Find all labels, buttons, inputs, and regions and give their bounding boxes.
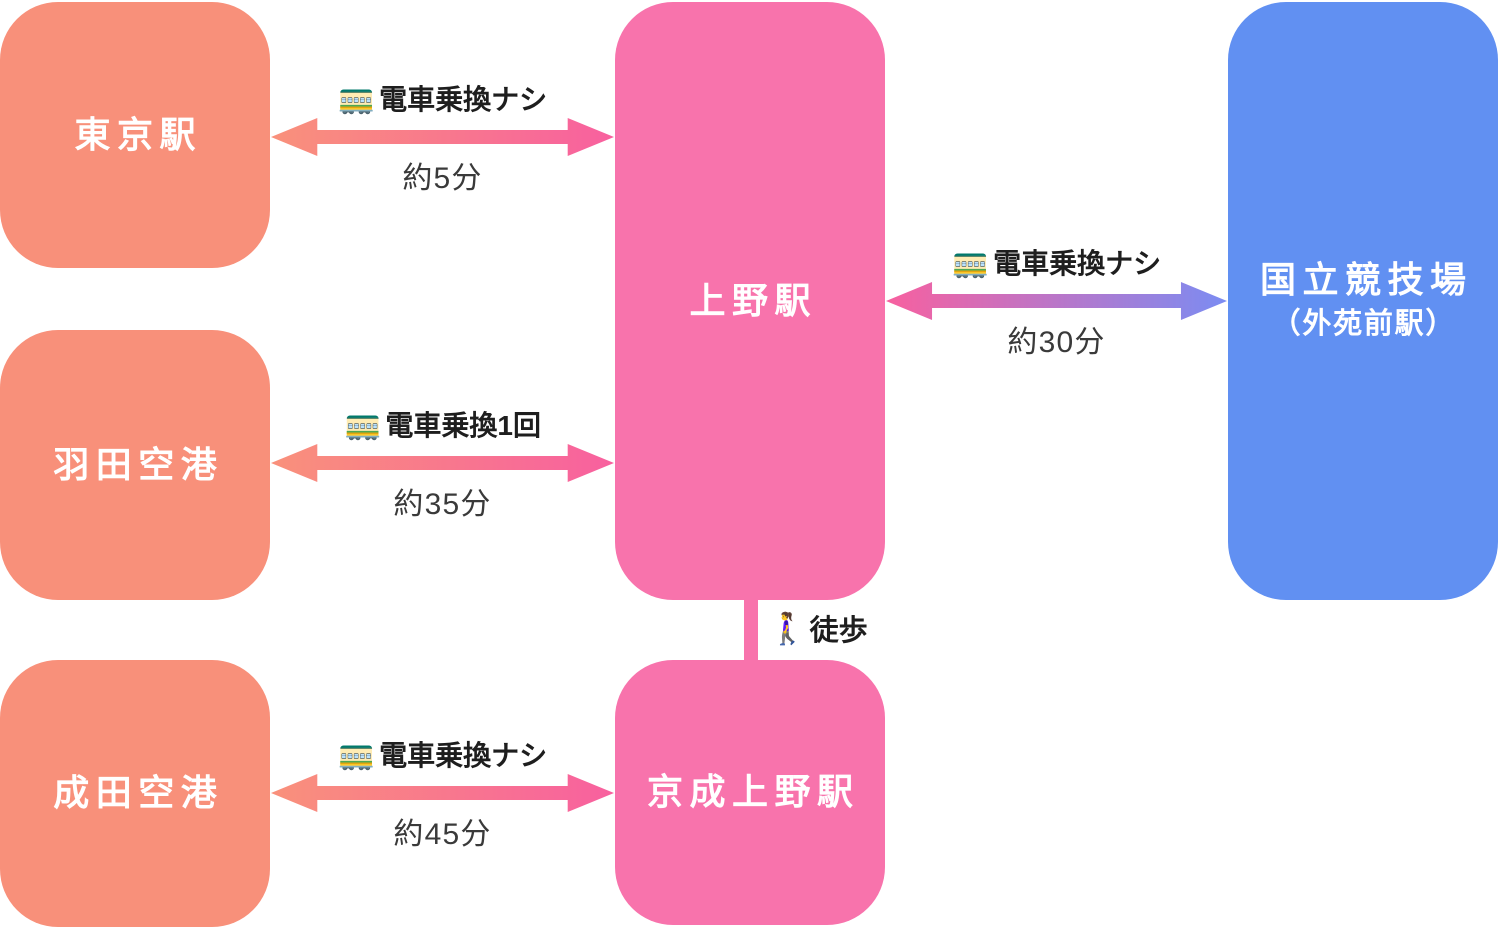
transfer-text: 電車乗換ナシ (379, 84, 548, 115)
node-narita-airport: 成田空港 (0, 660, 270, 927)
double-arrow (271, 444, 614, 482)
walk-text: 徒歩 (809, 615, 868, 647)
edge-time-label: 約45分 (393, 818, 492, 851)
node-national-stadium: 国立競技場 （外苑前駅） (1228, 2, 1498, 600)
edge-tokyo-ueno: 🚃 電車乗換ナシ 約5分 (271, 79, 614, 195)
node-label-tokyo: 東京駅 (74, 113, 202, 155)
node-sublabel-gaienmae-station: （外苑前駅） (1271, 308, 1457, 341)
edge-narita-keisei-ueno: 🚃 電車乗換ナシ 約45分 (271, 735, 614, 851)
edge-method-label: 🚃 電車乗換ナシ (338, 735, 547, 773)
transfer-text: 電車乗換1回 (385, 410, 541, 441)
train-icon: 🚃 (344, 407, 382, 441)
edge-walk-label: 🚶‍♀️ 徒歩 (768, 608, 868, 648)
node-haneda-airport: 羽田空港 (0, 330, 270, 600)
node-label-haneda: 羽田空港 (53, 443, 224, 485)
train-icon: 🚃 (951, 245, 990, 279)
node-tokyo-station: 東京駅 (0, 2, 270, 268)
edge-method-label: 🚃 電車乗換1回 (344, 405, 541, 443)
edge-haneda-ueno: 🚃 電車乗換1回 約35分 (271, 405, 614, 521)
train-icon: 🚃 (337, 737, 376, 771)
transfer-text: 電車乗換ナシ (993, 248, 1162, 279)
train-icon: 🚃 (337, 81, 376, 115)
node-label-ueno: 上野駅 (689, 279, 817, 321)
edge-time-label: 約30分 (1007, 326, 1106, 359)
edge-time-label: 約5分 (402, 162, 483, 195)
double-arrow (886, 282, 1227, 320)
transfer-text: 電車乗換ナシ (379, 740, 548, 771)
edge-method-label: 🚃 電車乗換ナシ (952, 243, 1161, 281)
double-arrow (271, 774, 614, 812)
walking-person-icon: 🚶‍♀️ (768, 610, 807, 646)
node-label-keisei-ueno: 京成上野駅 (647, 771, 860, 813)
double-arrow (271, 118, 614, 156)
walk-connector-line (744, 597, 758, 663)
edge-ueno-national-stadium: 🚃 電車乗換ナシ 約30分 (886, 243, 1227, 359)
edge-method-label: 🚃 電車乗換ナシ (338, 79, 547, 117)
node-ueno-station: 上野駅 (615, 2, 885, 600)
node-label-narita: 成田空港 (53, 772, 224, 814)
edge-time-label: 約35分 (393, 488, 492, 521)
node-keisei-ueno-station: 京成上野駅 (615, 660, 885, 925)
node-label-national-stadium: 国立競技場 (1260, 258, 1473, 300)
